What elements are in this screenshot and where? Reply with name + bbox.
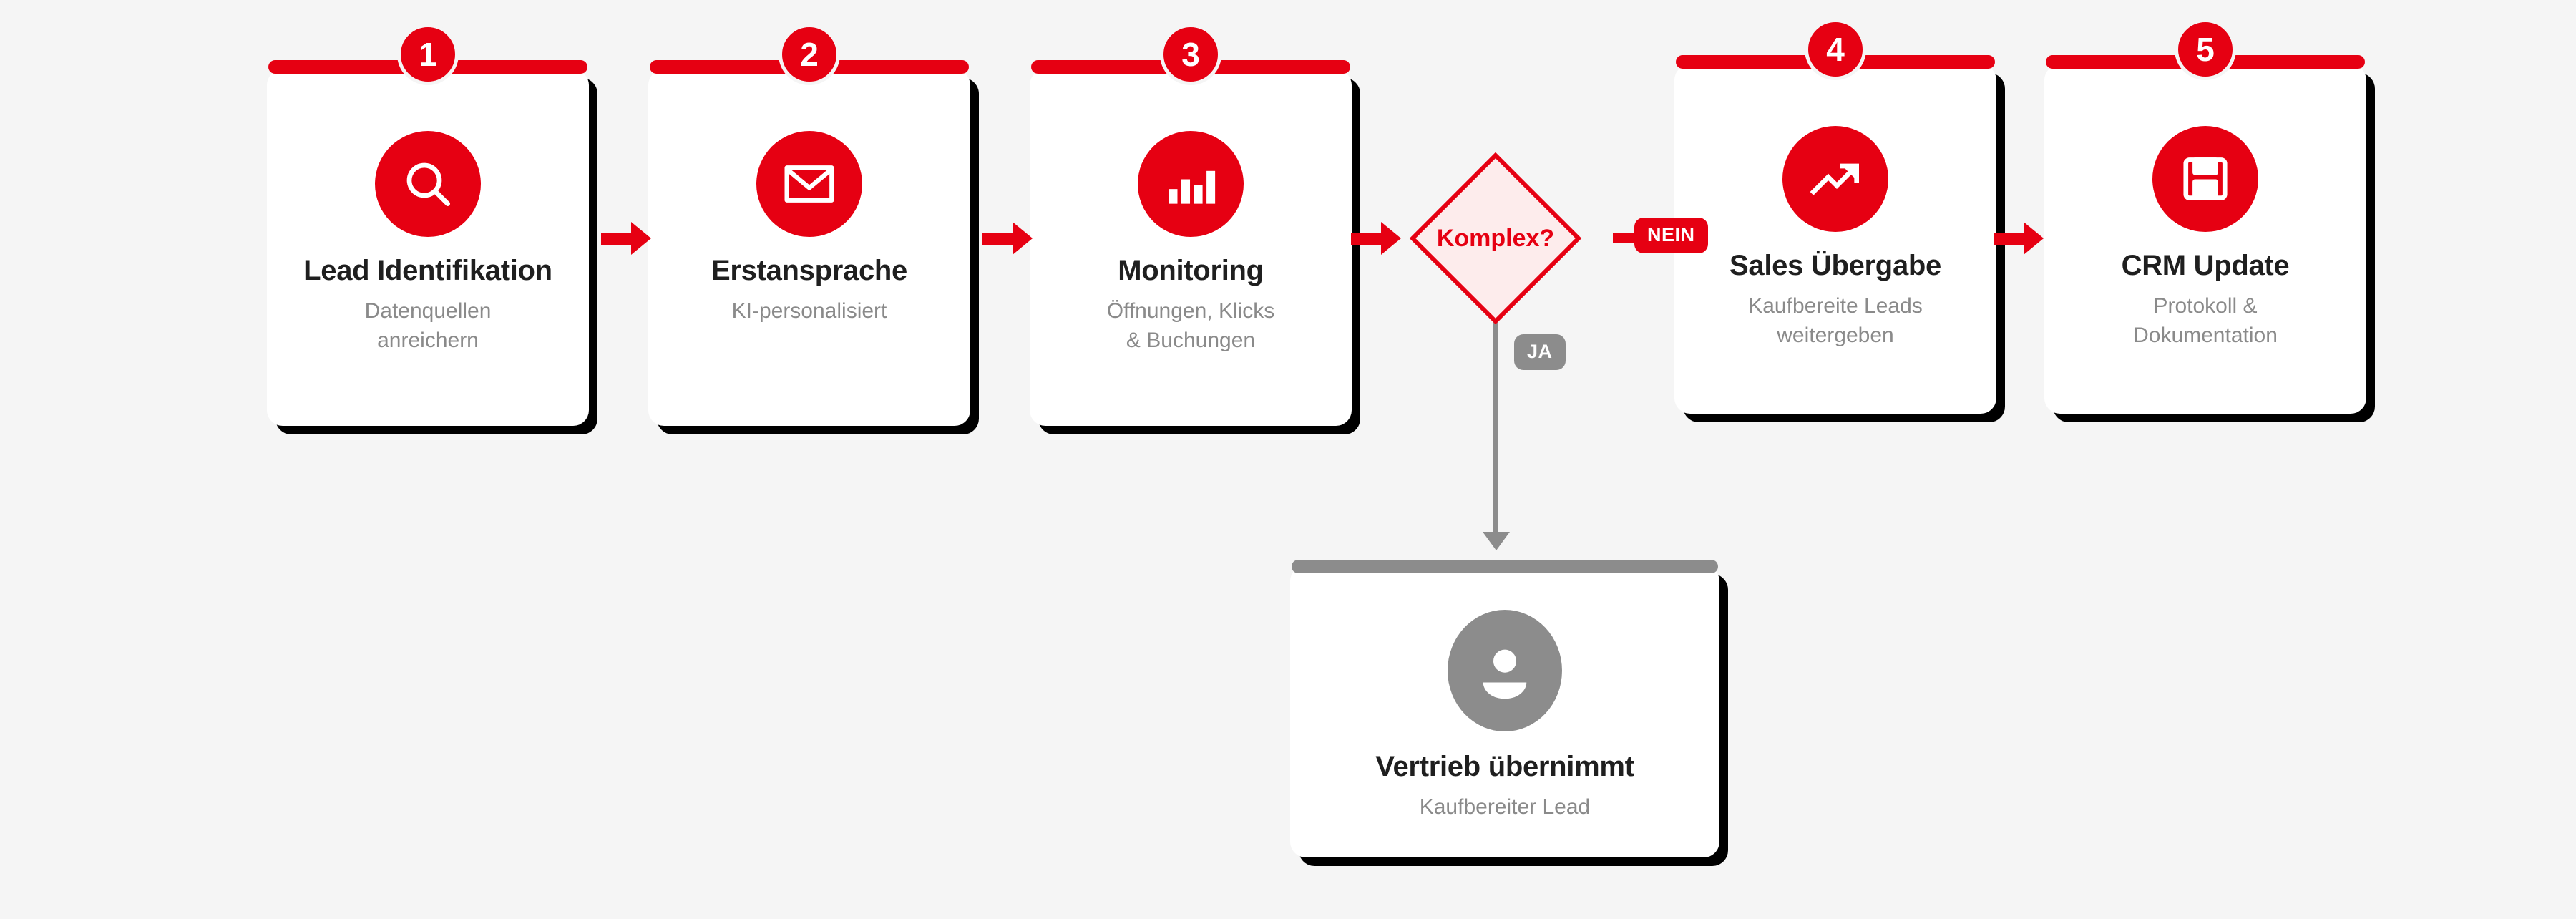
trending-up-icon <box>1782 126 1888 232</box>
outcome-card-vertrieb[interactable]: Vertrieb übernimmt Kaufbereiter Lead <box>1290 560 1719 857</box>
outcome-subtitle: Kaufbereiter Lead <box>1419 795 1591 819</box>
step-card-4[interactable]: 4 Sales Übergabe Kaufbereite Leads weite… <box>1674 19 1996 414</box>
step-subtitle: KI-personalisiert <box>731 299 887 323</box>
floppy-disk-save-icon <box>2152 126 2258 232</box>
decision-diamond[interactable]: Komplex? <box>1409 152 1582 325</box>
connector-arrow-1-to-2 <box>601 222 651 255</box>
step-number-badge: 3 <box>1160 24 1221 85</box>
connector-arrow-2-to-3 <box>982 222 1033 255</box>
step-title: Erstansprache <box>711 255 907 286</box>
step-card-5[interactable]: 5 CRM Update Protokoll & Dokumentation <box>2044 19 2366 414</box>
decision-label: Komplex? <box>1436 224 1555 252</box>
branch-yes-arrowhead <box>1483 532 1510 550</box>
card-neutral-bar <box>1292 560 1718 573</box>
step-card-2[interactable]: 2 Erstansprache KI-personalisiert <box>648 24 970 426</box>
branch-yes-line <box>1493 321 1498 535</box>
step-subtitle: Kaufbereite Leads weitergeben <box>1748 294 1923 347</box>
step-card-1[interactable]: 1 Lead Identifikation Datenquellen anrei… <box>267 24 589 426</box>
envelope-icon <box>756 131 862 237</box>
step-number-badge: 2 <box>779 24 840 85</box>
branch-no-stub <box>1613 233 1639 243</box>
bar-chart-icon <box>1138 131 1244 237</box>
step-subtitle: Öffnungen, Klicks & Buchungen <box>1106 299 1275 352</box>
magnifier-icon <box>375 131 481 237</box>
step-number-badge: 1 <box>397 24 459 85</box>
step-title: Sales Übergabe <box>1729 250 1941 281</box>
outcome-title: Vertrieb übernimmt <box>1375 751 1634 782</box>
connector-arrow-4-to-5 <box>1994 222 2044 255</box>
branch-no-label: NEIN <box>1634 218 1708 253</box>
step-title: CRM Update <box>2121 250 2290 281</box>
step-subtitle: Datenquellen anreichern <box>364 299 492 352</box>
branch-yes-label: JA <box>1514 334 1566 370</box>
step-title: Lead Identifikation <box>303 255 552 286</box>
step-title: Monitoring <box>1118 255 1264 286</box>
step-card-3[interactable]: 3 Monitoring Öffnungen, Klicks & Buchung… <box>1030 24 1352 426</box>
step-number-badge: 5 <box>2175 19 2236 80</box>
connector-arrow-3-to-decision <box>1351 222 1401 255</box>
step-number-badge: 4 <box>1805 19 1866 80</box>
person-avatar-icon <box>1448 610 1562 731</box>
step-subtitle: Protokoll & Dokumentation <box>2133 294 2278 347</box>
